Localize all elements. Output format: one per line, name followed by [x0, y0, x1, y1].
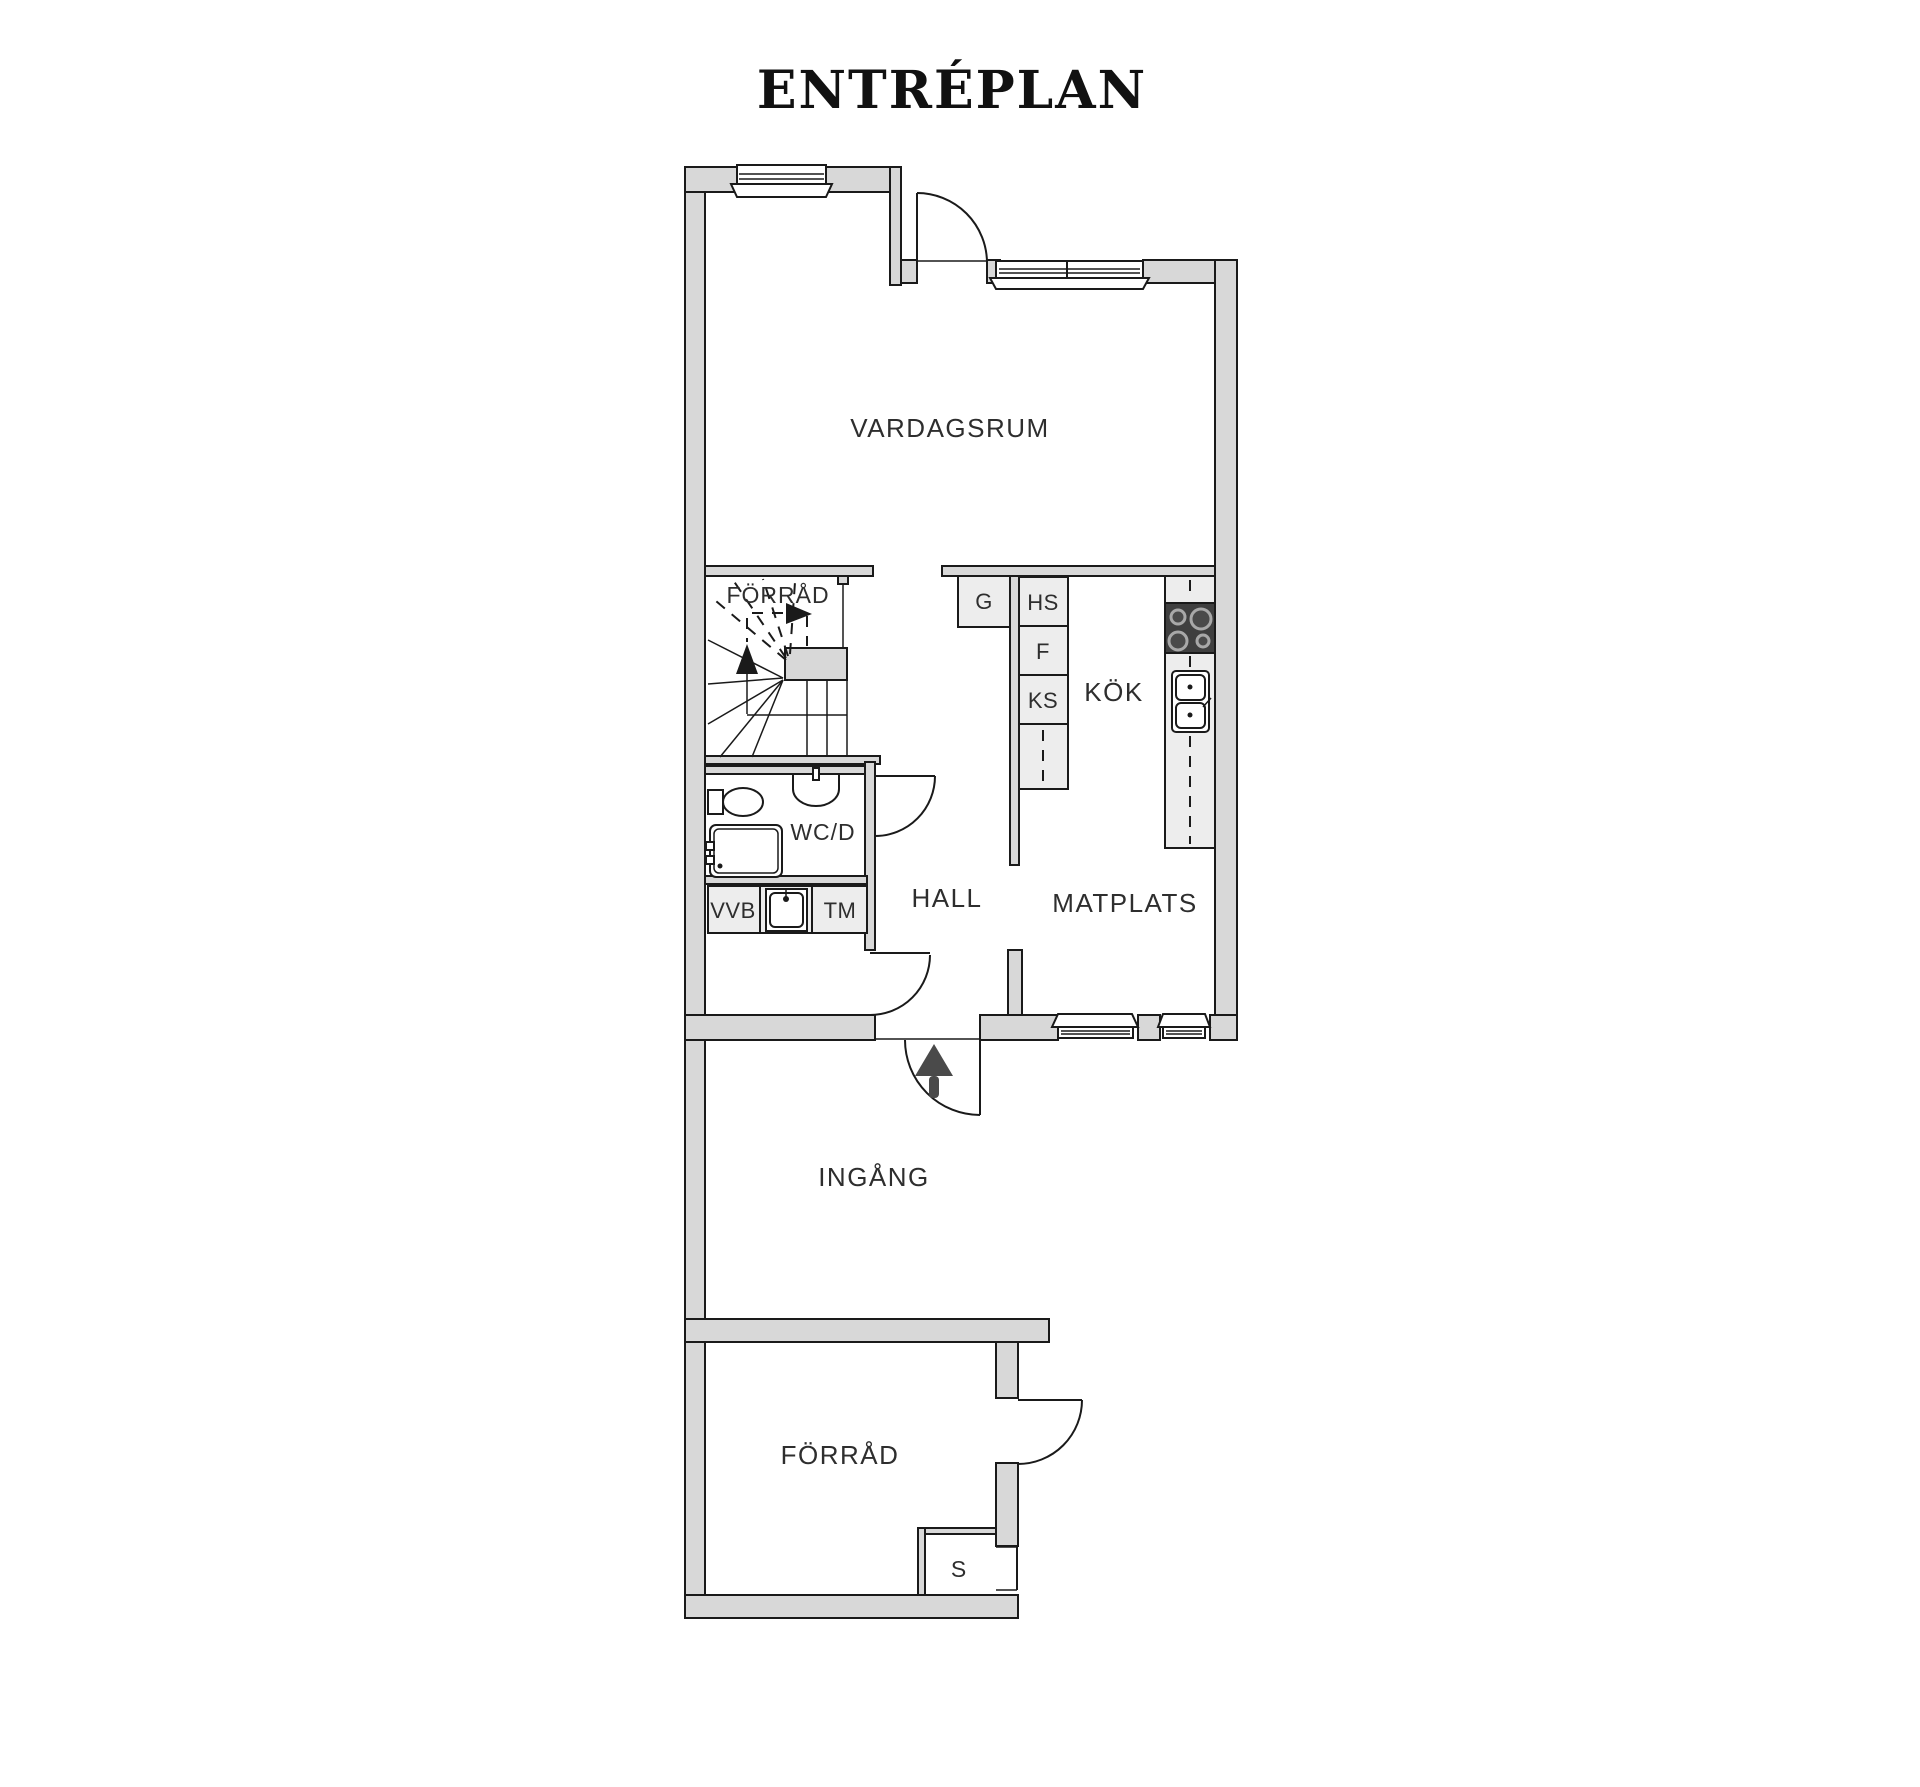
room-label-forrad-upper: FÖRRÅD: [726, 581, 829, 608]
wall-storage-bottom: [684, 1594, 1019, 1619]
stair-direction-arrow-up: [736, 644, 758, 674]
room-label-forrad-lower: FÖRRÅD: [781, 1440, 900, 1470]
door-entry: [904, 1039, 981, 1116]
room-label-s: S: [951, 1556, 967, 1582]
entry-arrow-icon: [915, 1044, 953, 1098]
label-g: G: [975, 589, 993, 614]
door-storage: [1017, 1399, 1083, 1465]
toilet-icon: [707, 787, 764, 817]
wall-storage-top: [684, 1318, 1050, 1343]
stove-icon: [1164, 602, 1216, 654]
wall-top-right-a: [900, 259, 918, 284]
utility-row: [707, 885, 868, 934]
cabinet-labels: G HS F KS VVB TM: [710, 589, 1059, 923]
washbasin-icon: [792, 767, 840, 807]
label-tm: TM: [824, 898, 857, 923]
wall-s-top: [917, 1527, 997, 1535]
cabinet-hs: [1018, 576, 1069, 627]
wall-bottom-left: [684, 1014, 876, 1041]
storage-building: [684, 1318, 1050, 1619]
window-top-left: [729, 164, 834, 198]
cabinet-g: [957, 575, 1011, 628]
room-label-wcd: WC/D: [790, 819, 855, 845]
shower-icon: [705, 824, 783, 878]
wall-divider-right: [941, 565, 1216, 577]
wall-s-left: [917, 1527, 926, 1596]
kitchen-fixtures: [957, 575, 1216, 849]
window-bottom-left: [1050, 1013, 1140, 1039]
cabinet-tm: [811, 885, 868, 934]
wall-bottom-pier: [1137, 1014, 1161, 1041]
room-label-vardagsrum: VARDAGSRUM: [850, 413, 1049, 443]
wall-top-connector: [889, 166, 902, 286]
room-label-matplats: MATPLATS: [1052, 888, 1197, 918]
wall-outer-left: [684, 166, 706, 1619]
room-label-hall: HALL: [911, 883, 982, 913]
wall-hall-dining-stub: [1007, 949, 1023, 1018]
cabinet-vvb: [707, 885, 761, 934]
wall-hall-kitchen: [1009, 575, 1020, 866]
wc-fixtures: [705, 767, 840, 878]
label-vvb: VVB: [710, 898, 756, 923]
stair-landing: [784, 647, 848, 681]
door-vestibule: [869, 952, 931, 1016]
door-wc: [874, 775, 936, 837]
wall-storage-right-lower: [995, 1462, 1019, 1547]
cabinet-f: [1018, 625, 1069, 676]
room-label-kok: KÖK: [1084, 677, 1143, 707]
room-labels: VARDAGSRUM FÖRRÅD KÖK WC/D HALL MATPLATS…: [726, 413, 1197, 1582]
wall-divider-left: [704, 565, 874, 577]
wall-bottom-mid: [979, 1014, 1059, 1041]
wall-bottom-right: [1209, 1014, 1238, 1041]
windows: [729, 164, 1212, 1039]
wall-wc-right: [864, 761, 876, 951]
window-bottom-right: [1156, 1013, 1212, 1039]
wall-wc-top: [704, 765, 876, 775]
kitchen-sink-icon: [1171, 670, 1212, 733]
label-hs: HS: [1027, 590, 1059, 615]
label-ks: KS: [1028, 688, 1058, 713]
wall-storage-right-upper: [995, 1341, 1019, 1399]
door-top: [916, 192, 988, 264]
label-f: F: [1036, 639, 1050, 664]
stair-direction-arrow-right: [786, 603, 812, 624]
doors: [869, 192, 1083, 1465]
walls: [684, 166, 1238, 1619]
stairs: [707, 575, 849, 758]
utility-sink-icon: [765, 888, 808, 932]
page-title: ENTRÉPLAN: [756, 60, 1148, 121]
wall-stairs-bottom: [704, 755, 881, 765]
wall-outer-right: [1214, 259, 1238, 1041]
room-label-ingang: INGÅNG: [818, 1162, 930, 1192]
wall-wc-bottom: [704, 875, 868, 885]
window-top-right: [988, 260, 1151, 290]
